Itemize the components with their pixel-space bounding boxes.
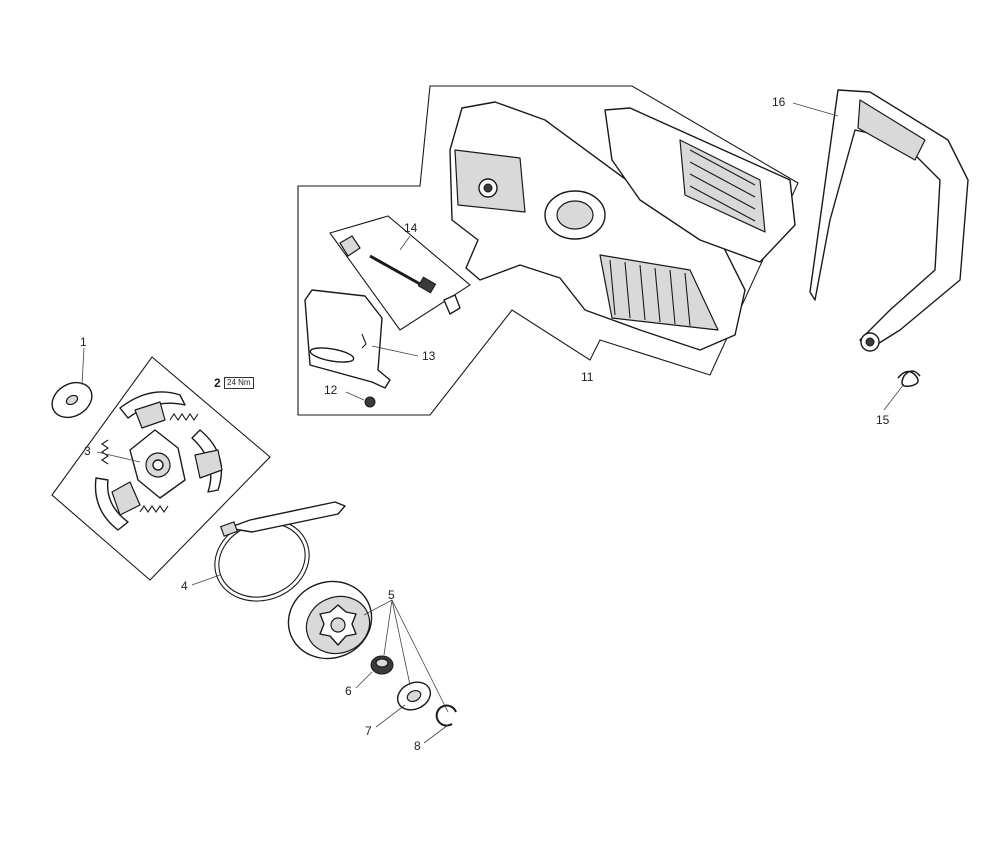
callout-8: 8: [414, 739, 421, 753]
washer-part-1[interactable]: [46, 376, 98, 425]
hand-guard-part-16[interactable]: [809, 89, 969, 352]
callout-6: 6: [345, 684, 352, 698]
callout-5: 5: [388, 588, 395, 602]
chain-cover-part-11[interactable]: [449, 101, 796, 351]
tensioner-group-outline: [329, 215, 471, 331]
callout-7: 7: [365, 724, 372, 738]
callout-3: 3: [84, 444, 91, 458]
spring-part-15[interactable]: [897, 370, 921, 388]
tensioner-part-14[interactable]: [339, 235, 461, 315]
callout-15: 15: [876, 413, 890, 427]
callout-4: 4: [181, 579, 188, 593]
clutch-hub-part-3[interactable]: [129, 429, 186, 499]
circlip-part-8[interactable]: [435, 704, 457, 727]
brake-band-part-4[interactable]: [203, 501, 346, 614]
callout-1: 1: [80, 335, 87, 349]
washer-part-7[interactable]: [393, 677, 435, 715]
needle-bearing-part-6[interactable]: [370, 655, 394, 675]
torque-spec-label: 24 Nm: [224, 377, 254, 389]
callout-12: 12: [324, 383, 338, 397]
cover-group-outline: [297, 85, 799, 416]
clutch-group-outline: [51, 356, 271, 581]
callout-14: 14: [404, 221, 418, 235]
clutch-assembly-part-2[interactable]: [94, 391, 223, 531]
callout-11: 11: [581, 370, 594, 384]
callout-2: 2: [214, 376, 221, 390]
clutch-drum-part-5[interactable]: [278, 570, 383, 670]
nut-part-12[interactable]: [364, 396, 376, 408]
callout-13: 13: [422, 349, 436, 363]
leader-lines: [81, 102, 905, 744]
guide-plate-part-13[interactable]: [304, 289, 391, 389]
callout-16: 16: [772, 95, 786, 109]
